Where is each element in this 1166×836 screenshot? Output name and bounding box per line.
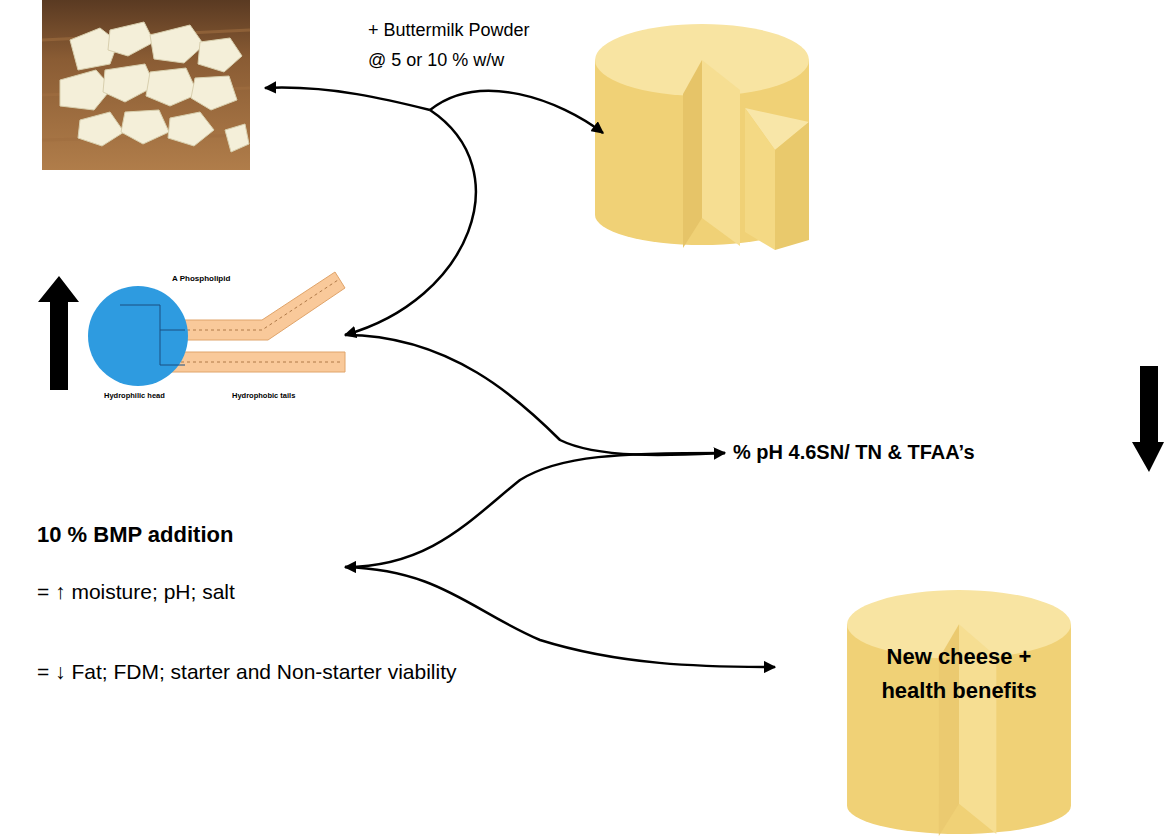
up-arrow xyxy=(38,276,79,390)
cheese-shape xyxy=(843,578,1075,836)
text-label: A Phospholipid xyxy=(172,274,230,284)
cheese-wheel xyxy=(595,24,809,250)
text-label: = ↓ Fat; FDM; starter and Non-starter vi… xyxy=(37,659,457,684)
cheese-curds-photo xyxy=(42,0,250,170)
text-label: Hydrophobic tails xyxy=(232,391,295,400)
text-label: % pH 4.6SN/ TN & TFAA’s xyxy=(733,440,975,464)
cheese-node: New cheese + health benefits xyxy=(843,578,1075,836)
text-label: @ 5 or 10 % w/w xyxy=(368,50,504,72)
phospholipid-figure xyxy=(88,272,345,386)
node-text: New cheese + health benefits xyxy=(859,640,1059,708)
text-label: 10 % BMP addition xyxy=(37,522,233,548)
text-label: + Buttermilk Powder xyxy=(368,20,530,42)
down-arrow xyxy=(1132,366,1164,472)
curved-arrows xyxy=(265,88,775,667)
text-label: Hydrophilic head xyxy=(104,391,165,400)
text-label: = ↑ moisture; pH; salt xyxy=(37,579,235,604)
